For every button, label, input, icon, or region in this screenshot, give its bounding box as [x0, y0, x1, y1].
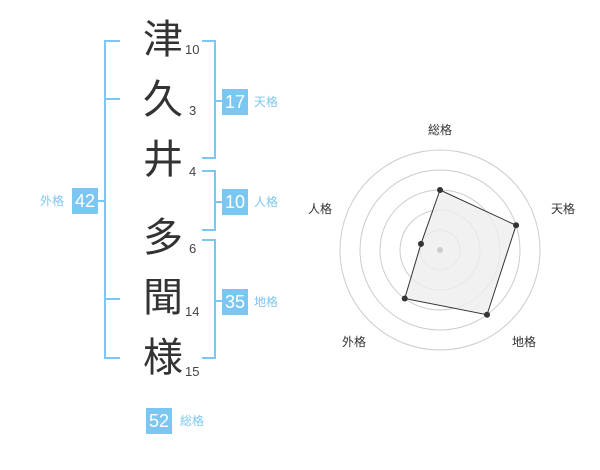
jinkaku-badge: 10	[222, 189, 248, 215]
stroke-count-2: 3	[189, 103, 197, 118]
stroke-count-1: 10	[185, 42, 200, 57]
tenkaku-label: 天格	[254, 95, 279, 109]
gaikaku-label: 外格	[40, 194, 65, 208]
name-char-6: 様	[143, 335, 183, 381]
jinkaku-label: 人格	[254, 195, 279, 209]
radar-point-2	[484, 311, 491, 318]
radar-label-jinkaku: 人格	[308, 201, 332, 216]
radar-label-gaikaku: 外格	[342, 334, 366, 349]
stroke-count-3: 4	[189, 164, 197, 179]
radar-label-soukaku: 総格	[428, 122, 452, 137]
radar-center-dot	[437, 247, 443, 253]
stroke-count-5: 14	[185, 304, 200, 319]
name-char-2: 久	[143, 77, 183, 123]
chikaku-label: 地格	[254, 295, 279, 309]
stroke-count-6: 15	[185, 364, 200, 379]
tenkaku-badge: 17	[222, 89, 248, 115]
stroke-count-4: 6	[189, 241, 197, 256]
radar-label-tenkaku: 天格	[551, 201, 575, 216]
soukaku-label: 総格	[180, 414, 205, 428]
radar-point-3	[401, 295, 408, 302]
radar-point-0	[437, 187, 443, 193]
fortune-radar-chart: 総格 天格 地格 外格 人格	[308, 122, 575, 351]
name-char-1: 津	[143, 17, 183, 63]
name-char-5: 聞	[143, 275, 183, 321]
name-char-4: 多	[143, 215, 183, 261]
name-char-3: 井	[143, 137, 183, 183]
radar-point-1	[513, 222, 520, 229]
radar-label-chikaku: 地格	[512, 334, 536, 349]
soukaku-badge: 52	[146, 408, 172, 434]
radar-point-4	[417, 240, 424, 247]
radar-ring-4	[359, 169, 521, 331]
chikaku-badge: 35	[222, 289, 248, 315]
radar-polygon	[404, 189, 517, 316]
radar-ring-5	[339, 149, 541, 351]
gaikaku-badge: 42	[72, 188, 98, 214]
